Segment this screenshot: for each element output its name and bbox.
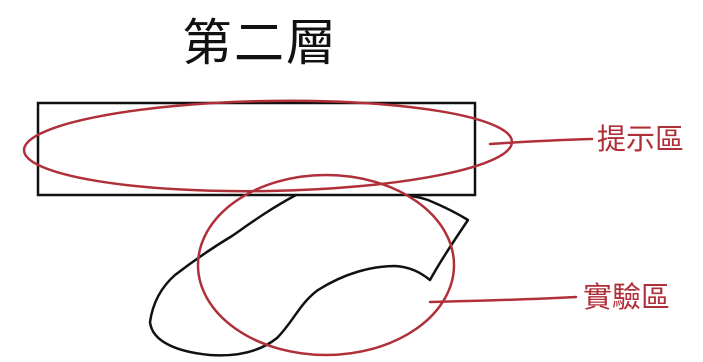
blob-shape [148, 193, 470, 357]
hint-area-ellipse [22, 99, 514, 193]
experiment-area-ellipse [196, 173, 456, 357]
hint-area-leader [488, 137, 594, 146]
plate-rectangle [36, 101, 477, 197]
experiment-area-label: 實驗區 [583, 280, 671, 314]
diagram-title: 第二層 [182, 14, 338, 72]
experiment-area-leader [428, 295, 578, 304]
hint-area-label: 提示區 [597, 122, 685, 156]
